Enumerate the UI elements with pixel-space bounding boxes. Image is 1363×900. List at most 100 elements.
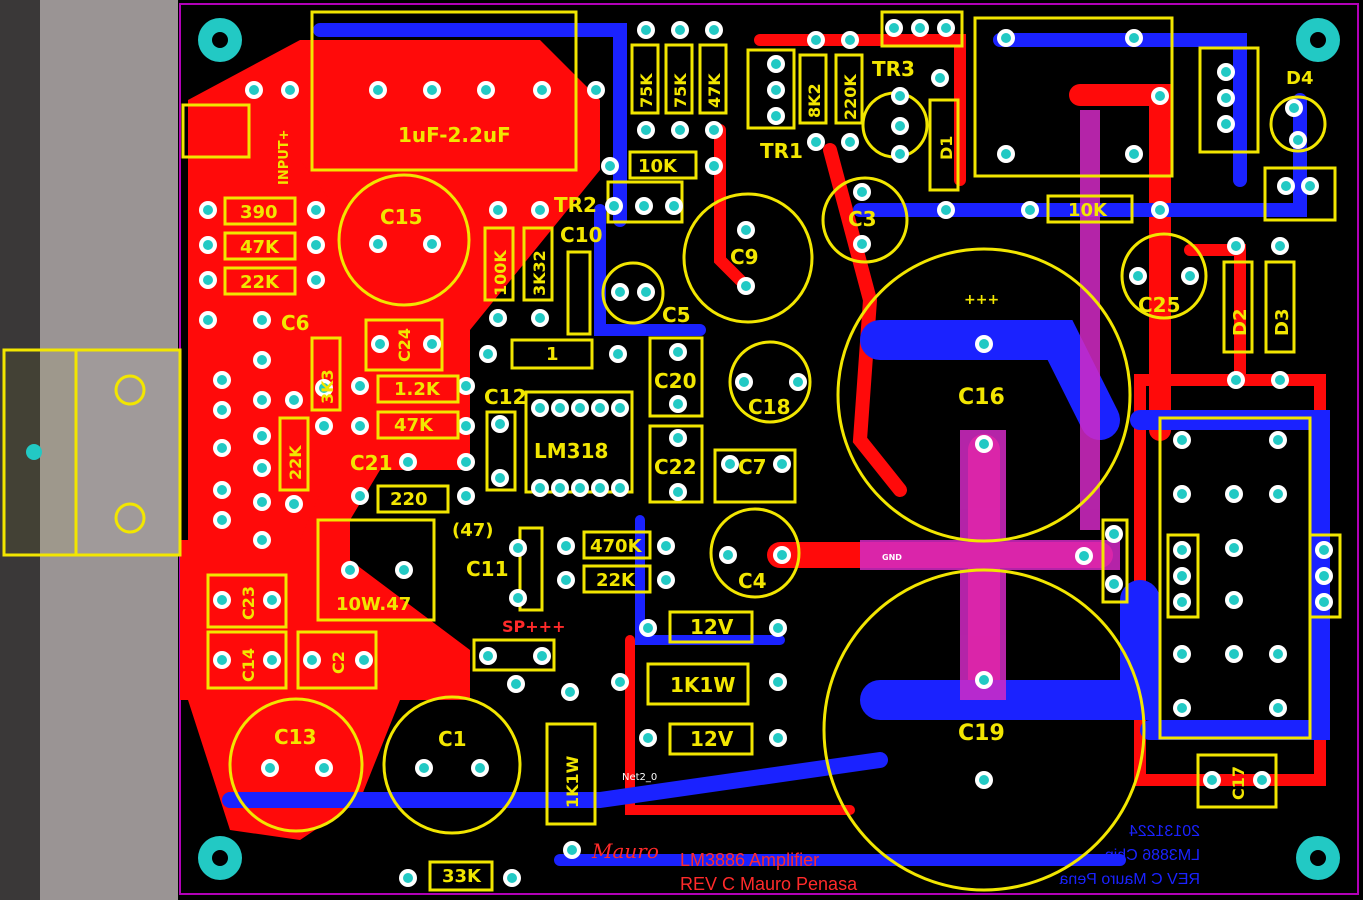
- c24-label: C24: [395, 328, 414, 362]
- c7-label: C7: [738, 455, 767, 479]
- r100k-value: 100K: [491, 250, 510, 296]
- c16-label: C16: [958, 385, 1005, 410]
- r8k2-value: 8K2: [805, 83, 824, 118]
- pad-hole: [311, 275, 321, 285]
- pad-hole: [661, 541, 671, 551]
- c19-label: C19: [958, 721, 1005, 746]
- pad-hole: [773, 733, 783, 743]
- r220-value: 220: [390, 489, 428, 510]
- input-label: INPUT+: [277, 129, 292, 185]
- pad-hole: [615, 287, 625, 297]
- component-pads: [199, 19, 1333, 887]
- c17-label: C17: [1229, 766, 1248, 800]
- pad-hole: [669, 201, 679, 211]
- pad-hole: [375, 339, 385, 349]
- pad-hole: [595, 403, 605, 413]
- pad-hole: [1025, 205, 1035, 215]
- pad-hole: [1289, 103, 1299, 113]
- pad-hole: [575, 403, 585, 413]
- pad-hole: [267, 595, 277, 605]
- pad-hole: [1109, 529, 1119, 539]
- zener-12v-a-value: 12V: [690, 615, 734, 639]
- r22k-a-value: 22K: [240, 272, 280, 293]
- resistor-bodies: [223, 43, 1134, 892]
- pad-hole: [257, 535, 267, 545]
- pad-hole: [675, 25, 685, 35]
- pad-hole: [1273, 489, 1283, 499]
- c12-label: C12: [484, 385, 527, 409]
- r470k-value: 470K: [590, 536, 643, 557]
- r47-label: (47): [452, 520, 494, 541]
- pad-hole: [461, 381, 471, 391]
- pad-hole: [555, 403, 565, 413]
- pad-hole: [1129, 33, 1139, 43]
- pad-hole: [641, 287, 651, 297]
- pad-hole: [493, 313, 503, 323]
- d2-label: D2: [1230, 309, 1251, 336]
- pad-hole: [1319, 571, 1329, 581]
- r220k-value: 220K: [841, 74, 860, 120]
- r10k-b-value: 10K: [1068, 200, 1108, 221]
- pad-hole: [673, 433, 683, 443]
- pad-hole: [289, 395, 299, 405]
- pad-hole: [217, 375, 227, 385]
- pad-hole: [643, 733, 653, 743]
- pad-hole: [1229, 489, 1239, 499]
- pad-hole: [1001, 33, 1011, 43]
- pad-hole: [319, 421, 329, 431]
- pad-hole: [1257, 775, 1267, 785]
- pad-hole: [419, 763, 429, 773]
- pad-hole: [1185, 271, 1195, 281]
- r47k-c-value: 47K: [705, 73, 724, 108]
- pad-hole: [639, 201, 649, 211]
- mirror-line-2: LM3886 Chip: [1105, 847, 1200, 864]
- c14-label: C14: [239, 648, 258, 682]
- pad-hole: [1273, 435, 1283, 445]
- pad-hole: [257, 463, 267, 473]
- pad-hole: [979, 439, 989, 449]
- pad-hole: [1229, 595, 1239, 605]
- pad-hole: [615, 677, 625, 687]
- pad-hole: [373, 85, 383, 95]
- pad-hole: [723, 550, 733, 560]
- pad-hole: [741, 225, 751, 235]
- pad-hole: [217, 405, 227, 415]
- pad-hole: [777, 550, 787, 560]
- pad-hole: [1231, 375, 1241, 385]
- pad-hole: [857, 239, 867, 249]
- pad-hole: [591, 85, 601, 95]
- pad-hole: [595, 483, 605, 493]
- pad-hole: [1133, 271, 1143, 281]
- pad-hole: [935, 73, 945, 83]
- r75k-b-value: 75K: [671, 73, 690, 108]
- pad-hole: [355, 491, 365, 501]
- pad-hole: [673, 487, 683, 497]
- pad-hole: [1231, 241, 1241, 251]
- pad-hole: [895, 149, 905, 159]
- film-cap-label: 1uF-2.2uF: [398, 123, 511, 147]
- pad-hole: [771, 85, 781, 95]
- pad-hole: [355, 381, 365, 391]
- pad-hole: [345, 565, 355, 575]
- pad-hole: [537, 651, 547, 661]
- pad-hole: [217, 515, 227, 525]
- c25-label: C25: [1138, 293, 1181, 317]
- pad-hole: [355, 421, 365, 431]
- pad-hole: [265, 763, 275, 773]
- pad-hole: [461, 421, 471, 431]
- r1-2k-value: 1.2K: [394, 379, 441, 400]
- pad-hole: [1221, 119, 1231, 129]
- pad-hole: [675, 125, 685, 135]
- pad-hole: [427, 239, 437, 249]
- pad-hole: [857, 187, 867, 197]
- pad-hole: [889, 23, 899, 33]
- signature-text: Mauro: [591, 839, 659, 863]
- speaker-plus-label: SP+++: [502, 617, 565, 636]
- c3-label: C3: [848, 207, 877, 231]
- pad-hole: [1319, 597, 1329, 607]
- pad-hole: [1001, 149, 1011, 159]
- pad-hole: [1221, 93, 1231, 103]
- pad-hole: [643, 623, 653, 633]
- r1k1w-a-value: 1K1W: [670, 673, 735, 697]
